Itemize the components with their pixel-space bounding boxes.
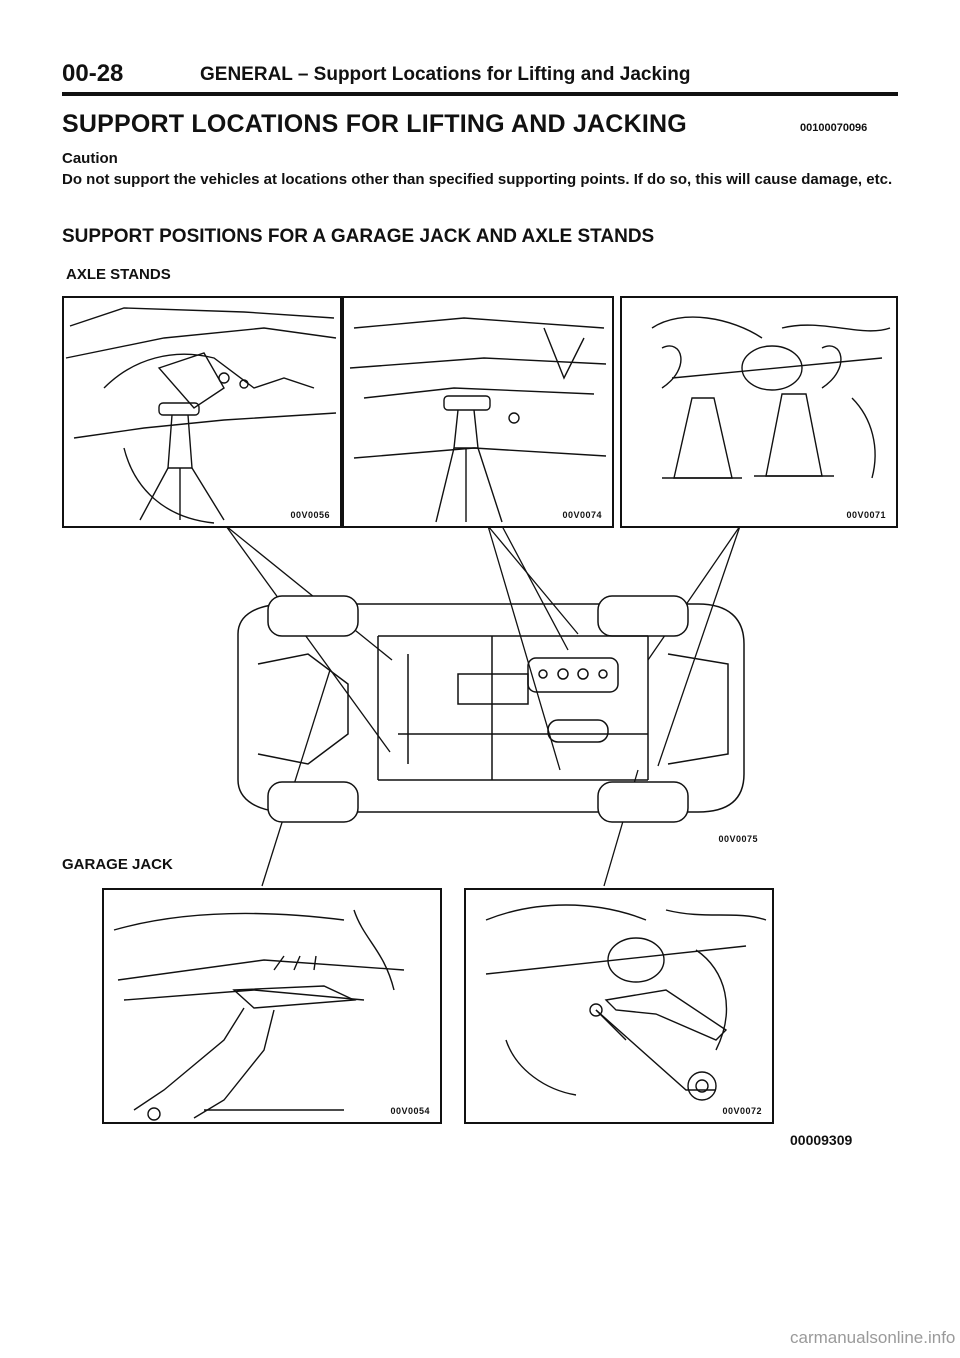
axle-stand-illustration-icon	[65, 307, 337, 524]
figure-code-label: 00V0075	[718, 834, 758, 844]
figure-code-label: 00V0074	[562, 510, 602, 520]
figure-number: 00009309	[790, 1132, 853, 1148]
document-code: 00100070096	[800, 122, 868, 134]
garage-jack-label: GARAGE JACK	[62, 856, 173, 873]
axle-stand-figure-2: 00V0074	[342, 296, 614, 528]
caution-text: Do not support the vehicles at locations…	[62, 171, 893, 188]
underbody-figure: 00V0075	[228, 594, 758, 844]
figure-code-label: 00V0071	[846, 510, 886, 520]
axle-stands-label: AXLE STANDS	[66, 266, 171, 283]
main-title: SUPPORT LOCATIONS FOR LIFTING AND JACKIN…	[62, 110, 687, 138]
vehicle-underbody-icon	[237, 595, 745, 823]
axle-stand-illustration-icon	[349, 317, 607, 523]
page-number: 00-28	[62, 60, 124, 87]
garage-jack-figure-2: 00V0072	[464, 888, 774, 1124]
axle-stand-illustration-icon	[651, 316, 891, 479]
footer-watermark: carmanualsonline.info	[790, 1328, 956, 1347]
caution-label: Caution	[62, 150, 118, 167]
figure-code-label: 00V0072	[722, 1106, 762, 1116]
section-title: GENERAL – Support Locations for Lifting …	[200, 64, 691, 85]
axle-stand-figure-3: 00V0071	[620, 296, 898, 528]
axle-stand-figure-1: 00V0056	[62, 296, 342, 528]
garage-jack-illustration-icon	[113, 909, 405, 1121]
header-rule	[62, 92, 898, 96]
figure-code-label: 00V0056	[290, 510, 330, 520]
garage-jack-illustration-icon	[485, 904, 767, 1101]
subsection-title: SUPPORT POSITIONS FOR A GARAGE JACK AND …	[62, 226, 655, 247]
figure-code-label: 00V0054	[390, 1106, 430, 1116]
garage-jack-figure-1: 00V0054	[102, 888, 442, 1124]
